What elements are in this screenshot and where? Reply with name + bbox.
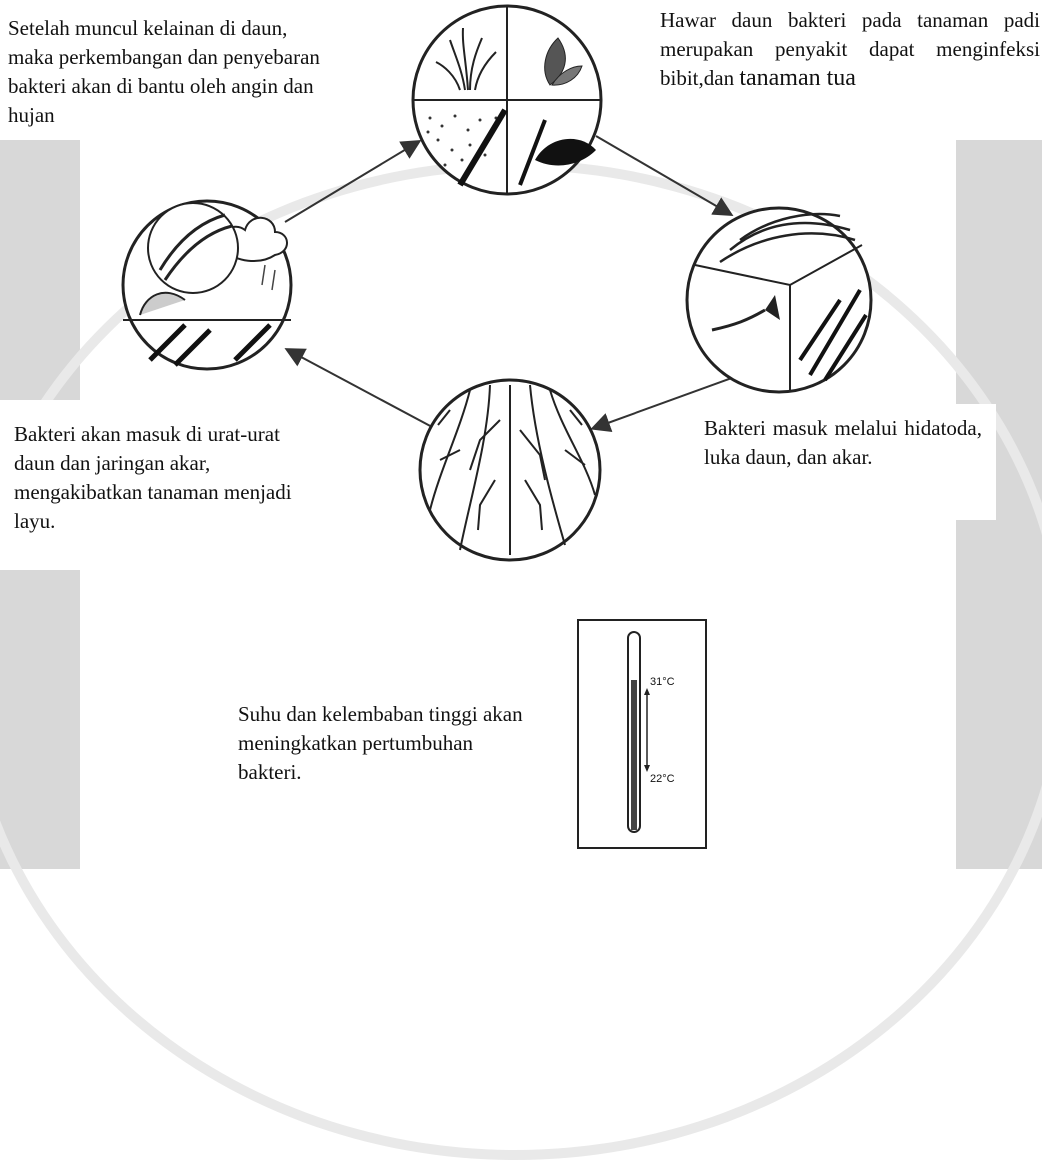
- top-circle-illustration: [413, 6, 601, 194]
- bottom-circle-illustration: [420, 380, 600, 560]
- text-disease-intro: Hawar daun bakteri pada tanaman padi mer…: [650, 0, 1042, 122]
- arrow-top-to-right: [596, 136, 730, 214]
- left-circle-illustration: [123, 201, 291, 369]
- text-wilting: Bakteri akan masuk di urat-urat daun dan…: [0, 400, 320, 570]
- thermometer-low-label: 22°C: [650, 773, 675, 785]
- text-disease-intro-tail: tanaman tua: [739, 65, 856, 91]
- thermometer-illustration: [578, 620, 706, 848]
- text-temperature-humidity: Suhu dan kelembaban tinggi akan meningka…: [238, 700, 538, 787]
- arrow-left-to-top: [285, 142, 418, 222]
- text-bacteria-entry: Bakteri masuk melalui hidatoda, luka dau…: [684, 404, 996, 520]
- right-circle-illustration: [687, 208, 871, 392]
- text-wind-rain-spread: Setelah muncul kelainan di daun, maka pe…: [0, 14, 338, 140]
- thermometer-high-label: 31°C: [650, 676, 675, 688]
